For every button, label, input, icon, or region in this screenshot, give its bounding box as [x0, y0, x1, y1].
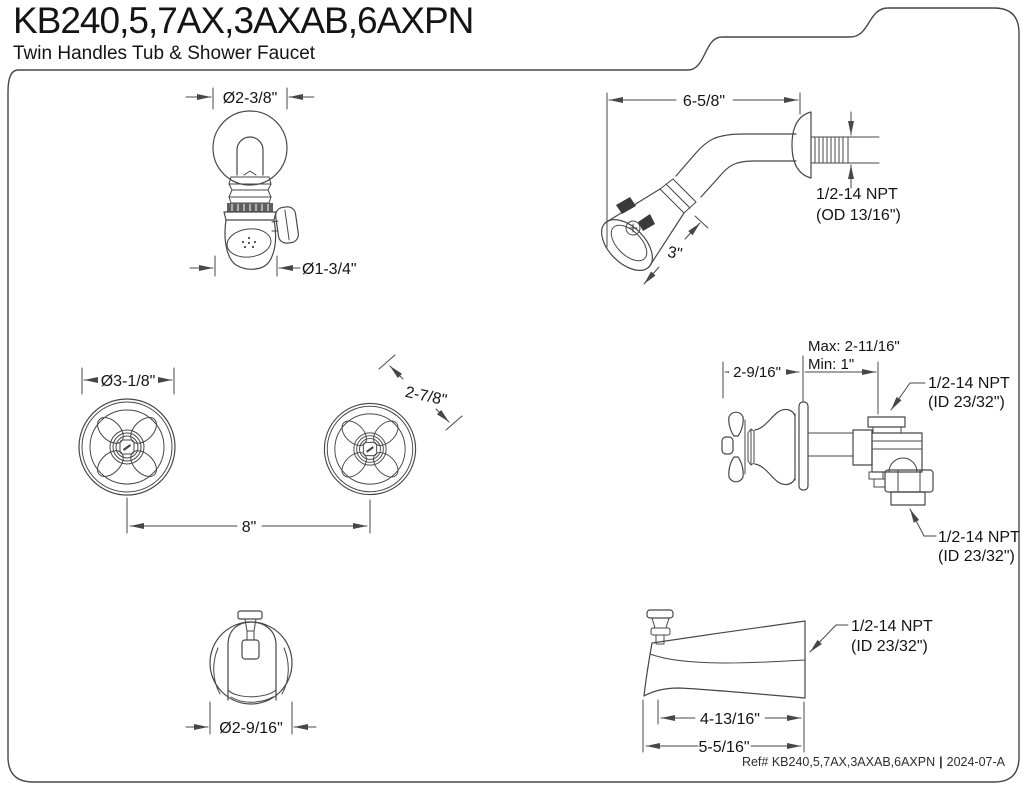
- page-subtitle: Twin Handles Tub & Shower Faucet: [13, 42, 316, 64]
- ball-joint-rings: [659, 178, 697, 214]
- dim-text-head-length: 3": [666, 244, 683, 263]
- spout-flange-circle: [209, 621, 293, 705]
- valve-side-view: Max: 2-11/16" Min: 1" 2-9/16": [721, 338, 1020, 565]
- dim-valve-depth-range: [802, 355, 879, 415]
- dim-text-spout-overall-length: 5-5/16": [698, 739, 749, 756]
- shower-arm-side-view: 6-5/8" 1/2-14 NPT (OD 13/16"): [601, 92, 901, 285]
- valve-body: [871, 432, 923, 473]
- dim-spout-reach: 4-13/16": [657, 699, 805, 753]
- dim-handle-spacing: 8": [126, 497, 371, 536]
- footer-revision: 2024-07-A: [946, 755, 1005, 769]
- shower-flange-circle: [212, 110, 288, 186]
- dim-text-spout-reach: 4-13/16": [700, 711, 760, 728]
- dim-showerhead-flange-diameter: Ø2-3/8": [185, 87, 315, 110]
- valve-stem: [807, 432, 854, 457]
- page-title: KB240,5,7AX,3AXAB,6AXPN: [13, 0, 474, 41]
- spray-holes: [241, 236, 257, 249]
- dim-spout-flange-diameter: Ø2-9/16": [185, 701, 317, 737]
- face-screw: [625, 220, 641, 236]
- head-face-inner: [610, 224, 648, 262]
- valve-top-cap: [867, 416, 906, 428]
- label-spout-port: 1/2-14 NPT (ID 23/32"): [809, 618, 933, 655]
- spout-diverter-knob: [237, 610, 263, 660]
- dim-handle-diameter: Ø3-1/8": [81, 367, 175, 395]
- dim-text-head-diameter: Ø1-3/4": [302, 261, 357, 278]
- head-accent-bands: [616, 197, 655, 231]
- diverter-knob-stem: [271, 220, 279, 232]
- label-valve-top-port-line1: 1/2-14 NPT: [928, 375, 1010, 392]
- label-valve-top-port-line2: (ID 23/32"): [928, 394, 1005, 411]
- showerhead-front-view: Ø2-3/8": [185, 87, 357, 278]
- dim-text-handle-spacing: 8": [242, 519, 257, 536]
- label-valve-bottom-port: 1/2-14 NPT (ID 23/32"): [909, 508, 1020, 565]
- footer-separator: |: [939, 755, 943, 769]
- sheet-border: [7, 7, 1020, 783]
- label-spout-port-line2: (ID 23/32"): [851, 638, 928, 655]
- valve-escutcheon-bell: [747, 408, 796, 486]
- dim-spout-overall-length: 5-5/16": [642, 699, 802, 756]
- label-valve-bottom-port-line2: (ID 23/32"): [938, 548, 1015, 565]
- arm-tube: [675, 133, 797, 198]
- spout-body-front: [227, 621, 277, 701]
- dim-head-length: 3": [643, 215, 709, 285]
- tub-spout-side-view: 1/2-14 NPT (ID 23/32") 4-13/16" 5-5/16": [642, 609, 933, 756]
- footer-ref-text: Ref# KB240,5,7AX,3AXAB,6AXPN: [741, 755, 936, 769]
- dim-text-valve-depth-min: Min: 1": [808, 356, 854, 373]
- label-arm-thread-line2: (OD 13/16"): [816, 207, 901, 224]
- dim-text-arm-length: 6-5/8": [683, 93, 725, 110]
- shower-head-body: [224, 219, 277, 270]
- label-valve-top-port: 1/2-14 NPT (ID 23/32"): [890, 375, 1010, 411]
- dim-arm-length: 6-5/8": [606, 92, 801, 248]
- shower-neck: [236, 136, 264, 176]
- shower-head-rim: [223, 211, 277, 221]
- spout-diverter-knob-side: [646, 609, 674, 645]
- dim-text-handle-depth: 2-7/8": [404, 384, 449, 409]
- valve-tailpiece: [890, 491, 926, 506]
- dim-valve-trim-depth: 2-9/16": [722, 361, 800, 399]
- label-valve-bottom-port-line1: 1/2-14 NPT: [938, 529, 1020, 546]
- dim-text-valve-trim-depth: 2-9/16": [733, 364, 781, 381]
- label-arm-thread: 1/2-14 NPT (OD 13/16"): [816, 186, 901, 224]
- footer-reference: Ref# KB240,5,7AX,3AXAB,6AXPN|2024-07-A: [742, 755, 1005, 769]
- title-block: KB240,5,7AX,3AXAB,6AXPN Twin Handles Tub…: [13, 0, 474, 65]
- dim-text-spout-flange-diameter: Ø2-9/16": [219, 720, 283, 737]
- valve-wall-plate: [798, 401, 809, 491]
- valve-bonnet: [852, 429, 873, 466]
- spout-body-side: [643, 620, 806, 699]
- label-arm-thread-line1: 1/2-14 NPT: [816, 186, 898, 203]
- right-cross-handle: [323, 402, 417, 496]
- side-knob: [275, 206, 299, 244]
- left-cross-handle: [78, 398, 176, 496]
- tub-spout-front-view: Ø2-9/16": [185, 610, 317, 737]
- dim-thread-od: [847, 111, 880, 189]
- handles-front-view: Ø3-1/8" 2-7/8" 8": [78, 354, 463, 536]
- head-face-outer: [601, 219, 653, 271]
- dim-text-handle-diameter: Ø3-1/8": [101, 373, 156, 390]
- dim-handle-depth: 2-7/8": [378, 354, 463, 431]
- valve-hex-union: [884, 469, 934, 493]
- label-spout-port-line1: 1/2-14 NPT: [851, 618, 933, 635]
- dim-text-valve-depth-max: Max: 2-11/16": [808, 338, 900, 355]
- dim-showerhead-head-diameter: Ø1-3/4": [189, 255, 357, 278]
- arm-threads: [810, 136, 849, 164]
- dim-text-flange-diameter: Ø2-3/8": [223, 90, 278, 107]
- valve-cross-handle-side: [721, 411, 746, 483]
- spray-face: [226, 228, 272, 258]
- arm-flange: [791, 111, 812, 179]
